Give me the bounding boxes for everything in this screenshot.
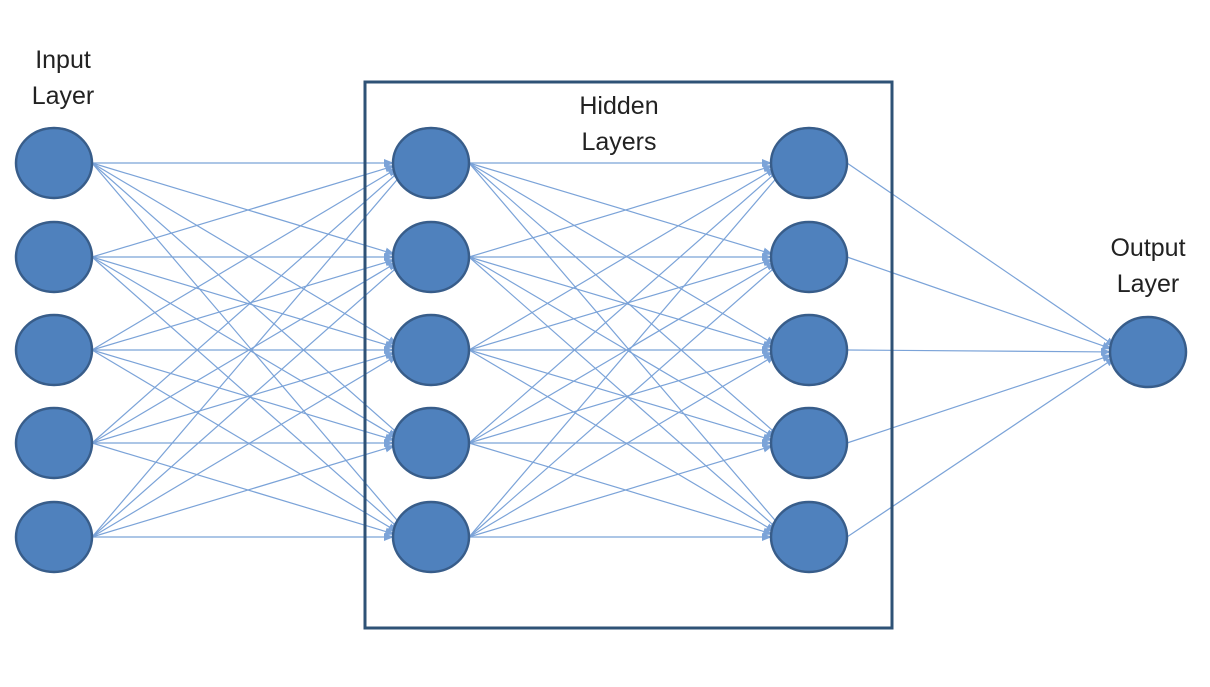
- connection-input-2-to-hidden-1-3: [91, 256, 396, 349]
- connection-input-1-to-hidden-1-3: [91, 162, 398, 346]
- hidden-1-neuron-4: [391, 406, 471, 480]
- connection-hidden-2-3-to-output-1: [846, 347, 1112, 356]
- connection-input-4-to-hidden-1-2: [91, 261, 398, 444]
- connection-hidden-2-1-to-output-1: [846, 162, 1116, 347]
- hidden-2-neuron-3: [769, 313, 849, 387]
- connection-hidden-1-4-to-hidden-2-1: [468, 169, 780, 444]
- hidden-1-neuron-1: [391, 126, 471, 200]
- connection-hidden-1-2-to-hidden-2-1: [468, 164, 774, 258]
- connection-hidden-1-2-to-hidden-2-4: [468, 256, 776, 439]
- output-layer-label-line1: Output: [1110, 234, 1185, 262]
- connection-hidden-1-4-to-hidden-2-3: [468, 351, 774, 444]
- hidden-2-neuron-4: [769, 406, 849, 480]
- connection-input-4-to-hidden-1-1: [91, 169, 402, 444]
- connection-input-2-to-hidden-1-1: [91, 164, 396, 258]
- connection-input-2-to-hidden-1-5: [91, 256, 402, 531]
- hidden-1-neuron-2: [391, 220, 471, 294]
- input-neuron-4: [14, 406, 94, 480]
- connection-hidden-1-5-to-hidden-2-1: [468, 170, 783, 538]
- connection-input-4-to-hidden-1-5: [91, 442, 396, 536]
- connection-hidden-1-1-to-hidden-2-3: [468, 162, 776, 346]
- hidden-layers-box: [363, 80, 894, 630]
- connection-input-1-to-hidden-1-4: [91, 162, 402, 437]
- connection-hidden-1-2-to-hidden-2-3: [468, 256, 774, 349]
- connection-hidden-1-1-to-hidden-2-2: [468, 162, 774, 256]
- connection-input-3-to-hidden-1-4: [91, 349, 396, 442]
- connection-input-2-to-hidden-1-4: [91, 256, 398, 439]
- connection-input-3-to-hidden-1-1: [91, 167, 398, 351]
- connection-hidden-1-3-to-hidden-2-1: [468, 167, 776, 351]
- connection-input-5-to-hidden-1-3: [91, 354, 398, 538]
- input-neuron-3: [14, 313, 94, 387]
- connection-hidden-1-1-to-hidden-2-4: [468, 162, 780, 437]
- connection-hidden-1-4-to-hidden-2-2: [468, 261, 776, 444]
- connections: [91, 159, 1116, 541]
- connection-hidden-1-3-to-hidden-2-4: [468, 349, 774, 442]
- connection-hidden-1-5-to-hidden-2-2: [468, 263, 780, 538]
- connection-input-5-to-hidden-1-1: [91, 170, 405, 538]
- output-layer-label-line2: Layer: [1117, 270, 1180, 298]
- hidden-layers-label-line1: Hidden: [579, 92, 658, 120]
- hidden-2-neuron-1: [769, 126, 849, 200]
- connection-hidden-1-1-to-hidden-2-5: [468, 162, 783, 530]
- input-layer-label-line2: Layer: [32, 82, 95, 110]
- connection-hidden-1-5-to-hidden-2-3: [468, 354, 776, 538]
- connection-input-4-to-hidden-1-3: [91, 351, 396, 444]
- input-neuron-2: [14, 220, 94, 294]
- hidden-layers-label-line2: Layers: [581, 128, 656, 156]
- hidden-2-neuron-2: [769, 220, 849, 294]
- connection-hidden-1-3-to-hidden-2-2: [468, 258, 774, 351]
- connection-hidden-1-4-to-hidden-2-5: [468, 442, 774, 536]
- connection-input-1-to-hidden-1-5: [91, 162, 405, 530]
- neurons: [14, 126, 1188, 574]
- connection-hidden-2-5-to-output-1: [846, 357, 1116, 538]
- connection-input-1-to-hidden-1-2: [91, 162, 396, 256]
- hidden-1-neuron-3: [391, 313, 471, 387]
- output-neuron-1: [1108, 315, 1188, 389]
- hidden-1-neuron-5: [391, 500, 471, 574]
- connection-hidden-1-3-to-hidden-2-5: [468, 349, 776, 533]
- connection-input-5-to-hidden-1-2: [91, 263, 402, 538]
- input-layer-label-line1: Input: [35, 46, 91, 74]
- connection-input-5-to-hidden-1-4: [91, 444, 396, 538]
- connection-hidden-1-2-to-hidden-2-5: [468, 256, 780, 531]
- connection-hidden-1-5-to-hidden-2-4: [468, 444, 774, 538]
- connection-input-3-to-hidden-1-5: [91, 349, 398, 533]
- hidden-2-neuron-5: [769, 500, 849, 574]
- input-neuron-5: [14, 500, 94, 574]
- connection-hidden-2-2-to-output-1: [846, 256, 1113, 350]
- connection-input-3-to-hidden-1-2: [91, 258, 396, 351]
- connection-hidden-2-4-to-output-1: [846, 354, 1113, 444]
- input-neuron-1: [14, 126, 94, 200]
